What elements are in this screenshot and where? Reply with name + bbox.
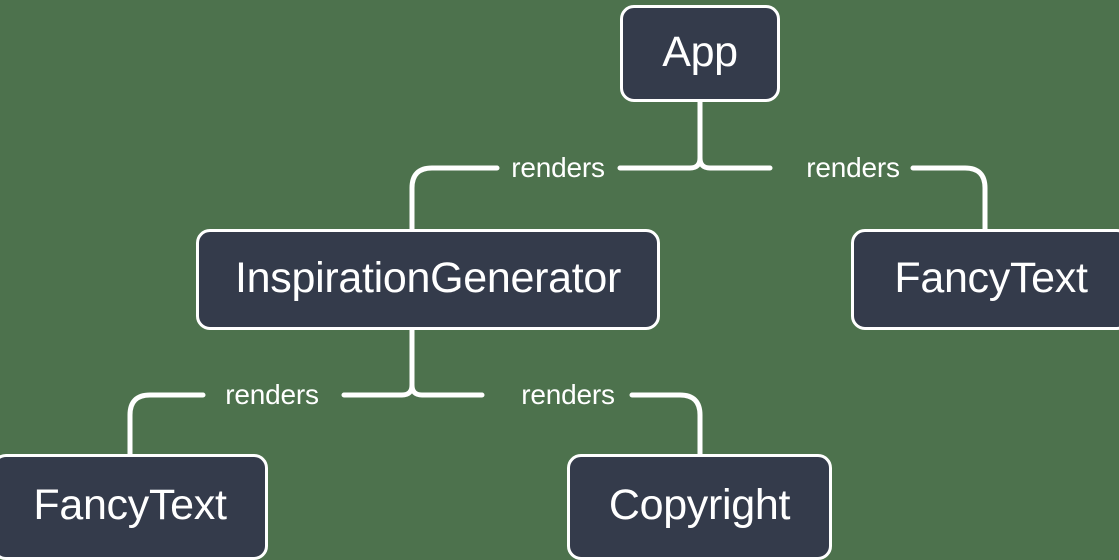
edge-label-app-to-fancytext-right: renders: [806, 152, 900, 183]
node-fancytext-right[interactable]: FancyText: [851, 229, 1119, 330]
node-app[interactable]: App: [620, 5, 780, 102]
edge-label-app-to-inspirationgenerator: renders: [511, 152, 605, 183]
node-copyright[interactable]: Copyright: [567, 454, 832, 560]
node-fancytext-right-label: FancyText: [894, 253, 1088, 302]
node-fancytext-left-label: FancyText: [33, 481, 227, 529]
edge-app-stem: [697, 99, 773, 171]
node-copyright-label: Copyright: [608, 481, 791, 529]
node-app-label: App: [662, 27, 738, 76]
edge-inspirationgenerator-to-fancytext-left: [127, 392, 206, 457]
edge-inspirationgenerator-stem-left: [341, 382, 415, 398]
edge-app-to-inspirationgenerator: [409, 165, 500, 232]
edge-label-inspirationgenerator-to-copyright: renders: [521, 379, 615, 410]
node-inspirationgenerator[interactable]: InspirationGenerator: [196, 229, 660, 330]
edge-app-stem-left: [617, 155, 703, 171]
edge-app-to-fancytext-right: [910, 165, 988, 232]
edge-inspirationgenerator-stem: [409, 327, 485, 398]
edge-inspirationgenerator-to-copyright: [629, 392, 703, 457]
node-inspirationgenerator-label: InspirationGenerator: [235, 253, 621, 302]
node-fancytext-left[interactable]: FancyText: [0, 454, 268, 560]
edge-label-inspirationgenerator-to-fancytext-left: renders: [225, 379, 319, 410]
